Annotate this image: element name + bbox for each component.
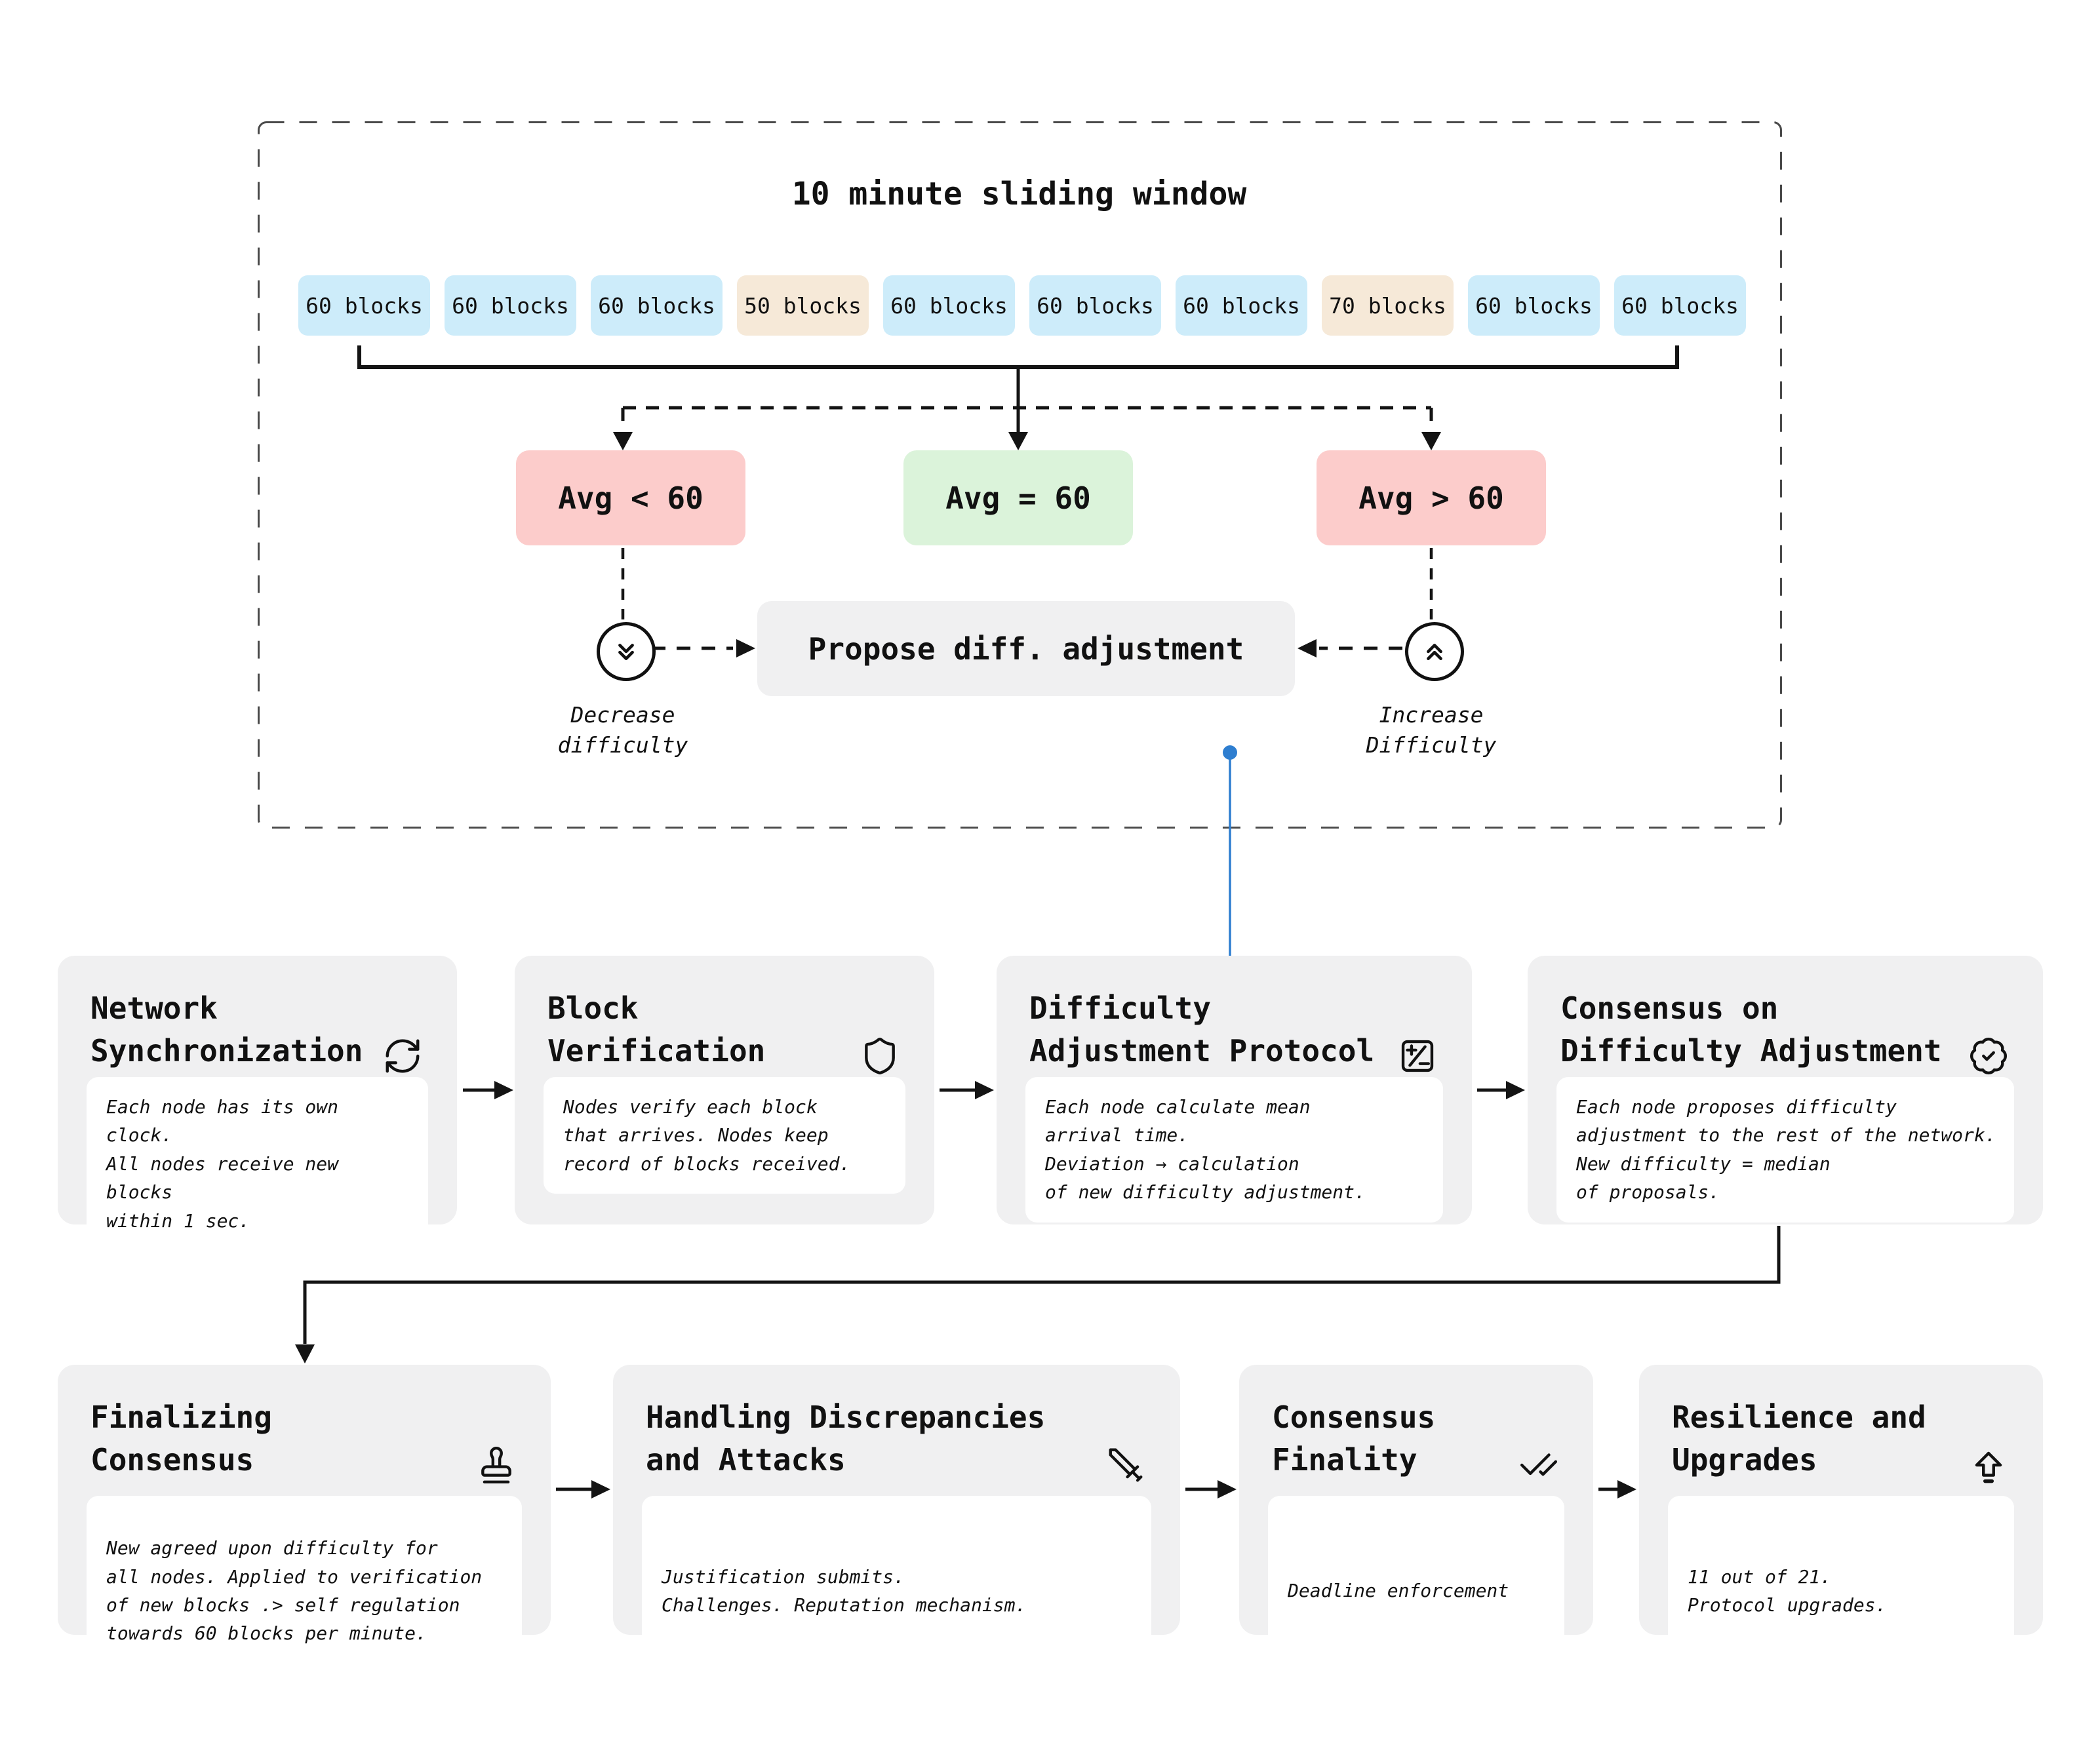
increase-label: Increase Difficulty	[1366, 702, 1497, 758]
card-title: Consensus on Difficulty Adjustment	[1560, 990, 1942, 1069]
card-title: Consensus Finality	[1272, 1400, 1436, 1478]
block-label: 50 blocks	[744, 292, 862, 319]
card-body: Nodes verify each block that arrives. No…	[544, 1077, 905, 1194]
card-resilience-upgrades: Resilience and Upgrades 11 out of 21. Pr…	[1639, 1365, 2043, 1686]
card-title: Network Synchronization	[90, 990, 363, 1069]
block-label: 60 blocks	[452, 292, 569, 319]
card-handling-discrepancies-attacks: Handling Discrepancies and Attacks Justi…	[613, 1365, 1180, 1686]
blocks-row: 60 blocks 60 blocks 60 blocks 50 blocks …	[298, 275, 1746, 336]
diff-icon	[1397, 1036, 1438, 1076]
card-title: Difficulty Adjustment Protocol	[1029, 990, 1375, 1069]
avg-equal-box: Avg = 60	[903, 450, 1133, 545]
card-finalizing-consensus: Finalizing Consensus New agreed upon dif…	[58, 1365, 551, 1686]
badge-check-icon	[1968, 1036, 2009, 1076]
block-label: 60 blocks	[1037, 292, 1154, 319]
upgrade-icon	[1968, 1445, 2009, 1485]
decrease-label: Decrease difficulty	[557, 702, 688, 758]
card-body: Each node calculate mean arrival time. D…	[1025, 1077, 1443, 1223]
sword-icon	[1105, 1445, 1146, 1485]
sliding-window-title: 10 minute sliding window	[791, 176, 1247, 212]
block-node: 60 blocks	[1176, 275, 1307, 336]
avg-less-box: Avg < 60	[516, 450, 745, 545]
card-body: Each node proposes difficulty adjustment…	[1556, 1077, 2014, 1223]
block-node: 60 blocks	[445, 275, 576, 336]
increase-circle	[1405, 622, 1464, 681]
chevrons-down-icon	[618, 644, 634, 661]
card-title: Handling Discrepancies and Attacks	[646, 1400, 1046, 1478]
block-node: 60 blocks	[298, 275, 430, 336]
shield-icon	[860, 1036, 900, 1076]
card-body: Each node has its own clock. All nodes r…	[87, 1077, 428, 1251]
sync-icon	[382, 1036, 423, 1076]
card-body: 11 out of 21. Protocol upgrades.	[1668, 1496, 2014, 1686]
card-body: Deadline enforcement	[1268, 1496, 1564, 1686]
blue-leader-dot	[1223, 745, 1237, 760]
block-label: 60 blocks	[890, 292, 1008, 319]
card-network-synchronization: Network Synchronization Each node has it…	[58, 956, 457, 1251]
card-body: New agreed upon difficulty for all nodes…	[87, 1496, 522, 1686]
block-node: 60 blocks	[1468, 275, 1600, 336]
block-node-high: 70 blocks	[1322, 275, 1454, 336]
card-title: Resilience and Upgrades	[1672, 1400, 1926, 1478]
block-label: 70 blocks	[1329, 292, 1446, 319]
block-node: 60 blocks	[1614, 275, 1746, 336]
card-title: Finalizing Consensus	[90, 1400, 272, 1478]
card-difficulty-adjustment-protocol: Difficulty Adjustment Protocol Each node…	[997, 956, 1472, 1224]
chevrons-up-icon	[1427, 644, 1442, 661]
block-label: 60 blocks	[1475, 292, 1593, 319]
block-node: 60 blocks	[1029, 275, 1161, 336]
card-title: Block Verification	[547, 990, 766, 1069]
avg-greater-box: Avg > 60	[1317, 450, 1546, 545]
block-label: 60 blocks	[598, 292, 715, 319]
block-label: 60 blocks	[1621, 292, 1739, 319]
block-label: 60 blocks	[306, 292, 423, 319]
card-body: Justification submits. Challenges. Reput…	[642, 1496, 1151, 1686]
card-consensus-on-difficulty-adjustment: Consensus on Difficulty Adjustment Each …	[1528, 956, 2043, 1224]
block-label: 60 blocks	[1183, 292, 1300, 319]
stamp-icon	[476, 1445, 517, 1485]
block-node-low: 50 blocks	[737, 275, 869, 336]
block-node: 60 blocks	[883, 275, 1015, 336]
card-consensus-finality: Consensus Finality Deadline enforcement	[1239, 1365, 1593, 1686]
decrease-circle	[597, 622, 656, 681]
propose-adjustment-box: Propose diff. adjustment	[757, 601, 1295, 696]
card-block-verification: Block Verification Nodes verify each blo…	[515, 956, 934, 1224]
block-node: 60 blocks	[591, 275, 723, 336]
double-check-icon	[1518, 1445, 1559, 1485]
